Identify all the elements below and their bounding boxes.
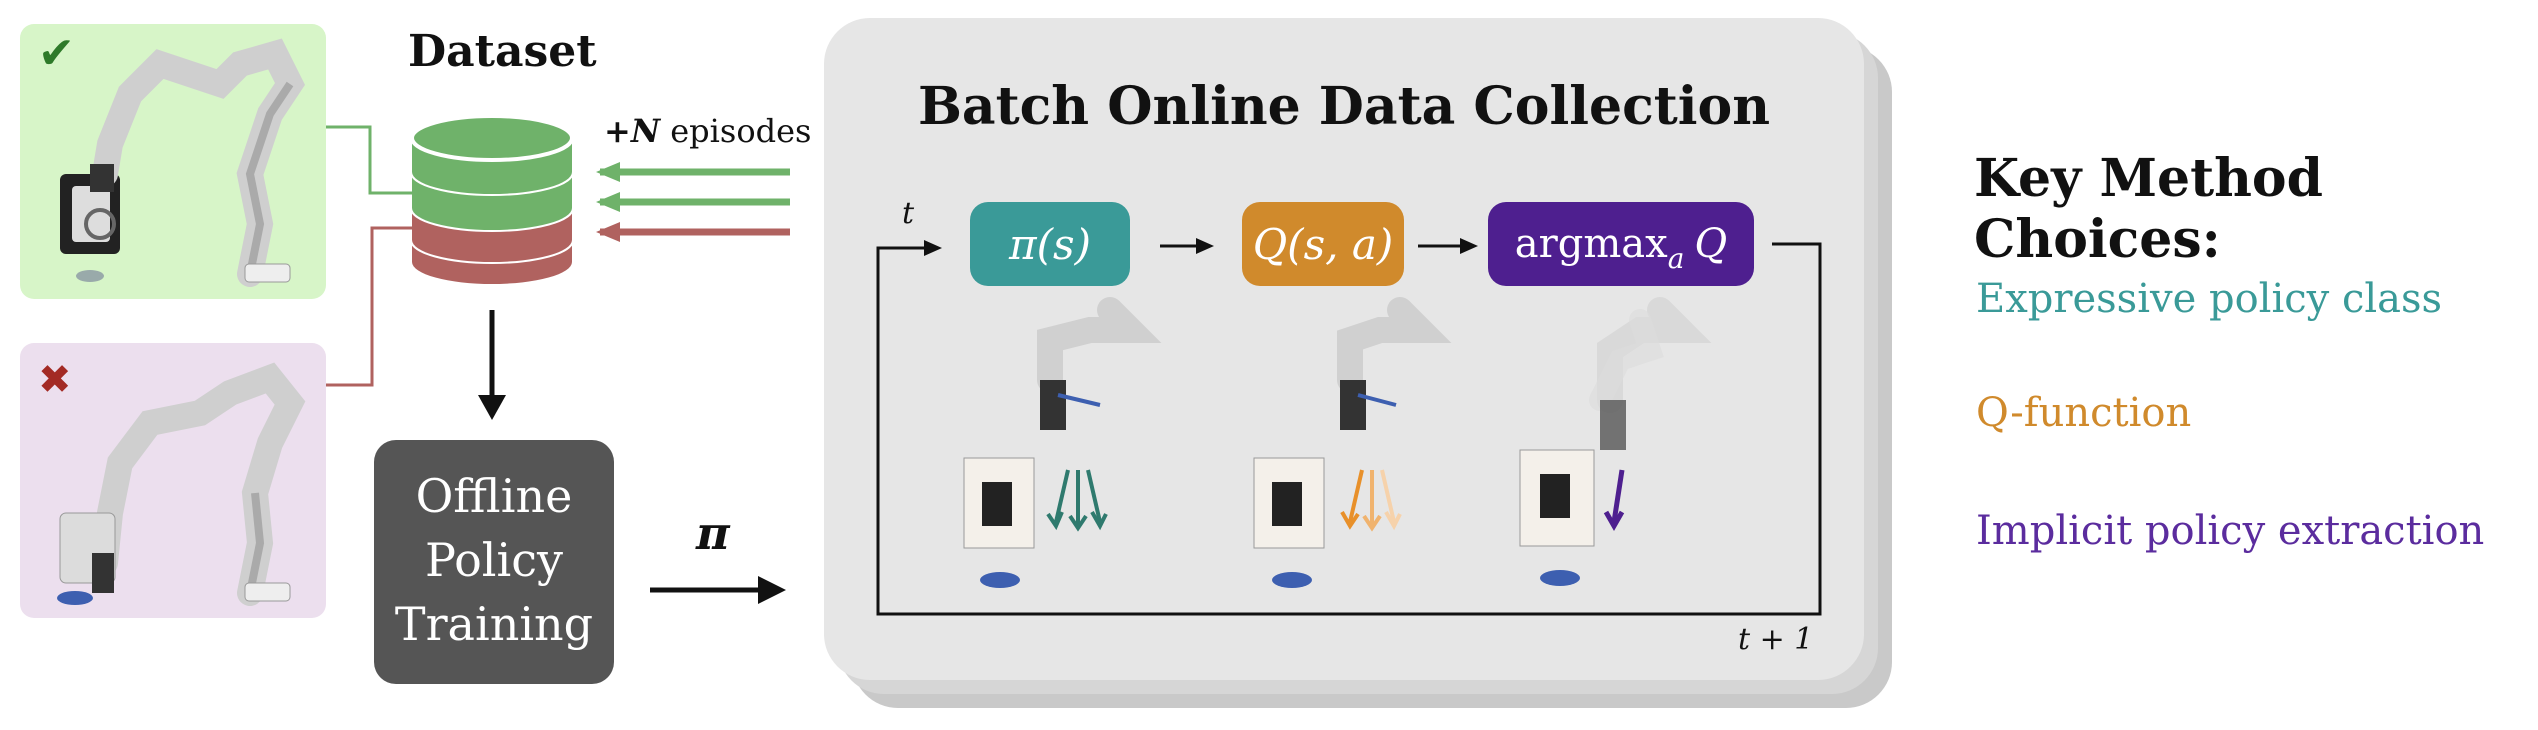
- time-label-t-plus-1: t + 1: [1738, 622, 1814, 657]
- time-label-t: t: [902, 196, 915, 231]
- episodes-label: +N episodes: [604, 112, 811, 150]
- episodes-var: N: [630, 112, 661, 150]
- policy-symbol: π: [696, 506, 730, 560]
- argmax-tail: Q: [1694, 221, 1728, 267]
- q-function-box: Q(s, a): [1242, 202, 1404, 286]
- choice-expressive-policy: Expressive policy class: [1976, 276, 2443, 322]
- offline-line-2: Policy: [425, 533, 563, 587]
- policy-box-label: π(s): [1009, 219, 1091, 269]
- episodes-plus: +: [604, 112, 631, 150]
- choices-title: Key Method Choices:: [1974, 148, 2323, 270]
- collection-title: Batch Online Data Collection: [917, 76, 1771, 137]
- choice-implicit-extraction: Implicit policy extraction: [1976, 508, 2485, 554]
- policy-box: π(s): [970, 202, 1130, 286]
- argmax-main: argmax: [1514, 221, 1668, 267]
- success-demo-tile: ✔: [20, 24, 326, 299]
- failure-demo-tile: ✖: [20, 343, 326, 618]
- argmax-sub: a: [1667, 241, 1685, 275]
- offline-line-3: Training: [394, 597, 594, 651]
- q-box-label: Q(s, a): [1252, 219, 1394, 269]
- dataset-title: Dataset: [408, 26, 597, 77]
- cross-icon: ✖: [38, 357, 72, 403]
- checkmark-icon: ✔: [38, 28, 75, 79]
- robot-arm-failure-image: [57, 362, 306, 606]
- episodes-suffix: episodes: [660, 112, 812, 150]
- offline-line-1: Offline: [415, 469, 573, 523]
- offline-training-box: Offline Policy Training: [374, 440, 614, 684]
- choice-q-function: Q-function: [1976, 390, 2192, 436]
- robot-arm-success-image: [60, 38, 306, 287]
